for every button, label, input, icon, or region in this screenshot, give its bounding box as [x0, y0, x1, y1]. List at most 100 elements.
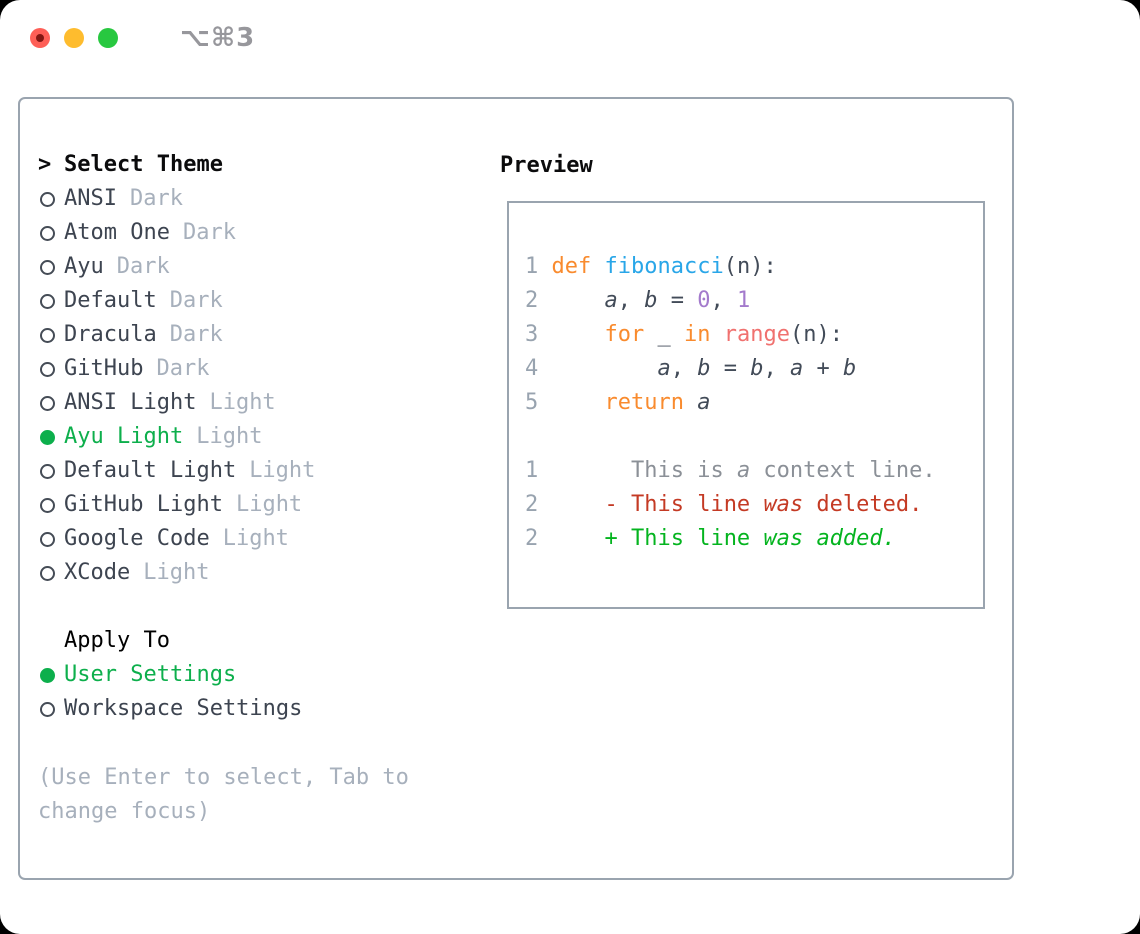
- titlebar: ⌥⌘3: [30, 23, 255, 53]
- theme-item-selected[interactable]: Ayu Light Light: [38, 420, 409, 454]
- code-line-blank: [525, 420, 983, 454]
- code-token: - This line: [604, 492, 764, 517]
- radio-icon: [40, 497, 55, 513]
- theme-variant: Dark: [169, 288, 223, 313]
- code-token: ,: [670, 356, 698, 381]
- theme-item[interactable]: GitHub Dark: [38, 352, 409, 386]
- radio-selected-icon: [40, 667, 55, 683]
- code-token: [552, 390, 605, 415]
- theme-list: > Select Theme ANSI Dark Atom One Dark A…: [38, 148, 409, 828]
- theme-name: Atom One: [64, 220, 170, 245]
- code-token: 4: [525, 356, 552, 381]
- code-line: 5 return a: [525, 386, 983, 420]
- code-token: 2: [525, 288, 552, 313]
- code-token: ,: [763, 356, 790, 381]
- code-token: 0: [697, 288, 711, 313]
- diff-deleted-line: 2 - This line was deleted.: [525, 488, 983, 522]
- radio-icon: [40, 361, 55, 377]
- code-line: 4 a, b = b, a + b: [525, 352, 983, 386]
- code-token: a: [736, 458, 751, 483]
- theme-variant: Dark: [182, 220, 236, 245]
- code-token: was: [763, 526, 804, 551]
- radio-icon: [40, 701, 55, 717]
- code-token: a: [657, 356, 671, 381]
- theme-item[interactable]: GitHub Light Light: [38, 488, 409, 522]
- code-line: 3 for _ in range(n):: [525, 318, 983, 352]
- code-token: _: [644, 322, 684, 347]
- diff-context-line: 1 This is a context line.: [525, 454, 983, 488]
- code-token: 5: [525, 390, 552, 415]
- code-token: =: [657, 288, 698, 313]
- code-token: [591, 254, 604, 279]
- theme-variant: Dark: [116, 254, 170, 279]
- code-token: =: [710, 356, 751, 381]
- theme-item[interactable]: Default Dark: [38, 284, 409, 318]
- radio-icon: [40, 327, 55, 343]
- theme-variant: Light: [196, 424, 263, 449]
- close-button-icon[interactable]: [30, 27, 50, 48]
- theme-variant: Dark: [169, 322, 223, 347]
- theme-name: Dracula: [64, 322, 157, 347]
- spacer: [38, 726, 409, 760]
- radio-icon: [40, 565, 55, 581]
- code-token: (n):: [723, 254, 777, 279]
- window-shortcut-label: ⌥⌘3: [180, 22, 256, 53]
- code-token: 2: [525, 526, 605, 551]
- code-token: 1: [525, 254, 552, 279]
- code-token: This is: [630, 458, 737, 483]
- code-token: (n):: [789, 322, 843, 347]
- radio-icon: [40, 463, 55, 479]
- theme-name: ANSI Light: [64, 390, 197, 415]
- theme-item[interactable]: Ayu Dark: [38, 250, 409, 284]
- theme-variant: Light: [235, 492, 303, 517]
- apply-to-title-row: Apply To: [38, 624, 409, 658]
- code-token: a: [604, 288, 618, 313]
- code-token: +: [803, 356, 843, 381]
- code-token: range: [723, 322, 790, 347]
- code-token: def: [551, 254, 592, 279]
- code-token: ,: [617, 288, 645, 313]
- code-line: 2 a, b = 0, 1: [525, 284, 983, 318]
- code-token: fibonacci: [604, 254, 724, 279]
- spacer: [38, 590, 409, 624]
- theme-list-title: Select Theme: [64, 152, 223, 177]
- theme-item[interactable]: Google Code Light: [38, 522, 409, 556]
- code-token: [684, 390, 697, 415]
- theme-item[interactable]: ANSI Dark: [38, 182, 409, 216]
- apply-to-option-user[interactable]: User Settings: [38, 658, 409, 692]
- code-token: in: [683, 322, 711, 347]
- code-token: context line.: [750, 458, 936, 483]
- code-token: + This line: [604, 526, 764, 551]
- theme-picker-panel: > Select Theme ANSI Dark Atom One Dark A…: [18, 97, 1014, 880]
- theme-item[interactable]: XCode Light: [38, 556, 409, 590]
- code-token: [803, 526, 816, 551]
- theme-variant: Light: [209, 390, 276, 415]
- code-token: [552, 356, 658, 381]
- minimize-button-icon[interactable]: [64, 27, 84, 48]
- code-token: return: [604, 390, 684, 415]
- theme-item[interactable]: ANSI Light Light: [38, 386, 409, 420]
- code-token: for: [604, 322, 645, 347]
- code-token: 2: [525, 492, 605, 517]
- theme-item[interactable]: Dracula Dark: [38, 318, 409, 352]
- radio-icon: [40, 531, 55, 547]
- zoom-button-icon[interactable]: [98, 27, 118, 48]
- code-token: deleted.: [803, 492, 923, 517]
- code-token: 1: [736, 288, 751, 313]
- code-line: 1 def fibonacci(n):: [525, 250, 983, 284]
- cursor-icon: >: [38, 152, 52, 177]
- theme-variant: Light: [143, 560, 210, 585]
- theme-item[interactable]: Atom One Dark: [38, 216, 409, 250]
- code-token: [552, 288, 605, 313]
- theme-item[interactable]: Default Light Light: [38, 454, 409, 488]
- apply-to-option-workspace[interactable]: Workspace Settings: [38, 692, 409, 726]
- help-text-line-2: change focus): [38, 798, 211, 824]
- code-token: added.: [816, 526, 896, 551]
- help-text-line-1: (Use Enter to select, Tab to: [38, 764, 409, 790]
- code-token: [552, 322, 605, 347]
- apply-to-option-label: User Settings: [64, 662, 237, 687]
- radio-icon: [40, 395, 55, 411]
- code-token: a: [697, 390, 711, 415]
- code-preview: 1 def fibonacci(n): 2 a, b = 0, 1 3 for …: [509, 203, 983, 556]
